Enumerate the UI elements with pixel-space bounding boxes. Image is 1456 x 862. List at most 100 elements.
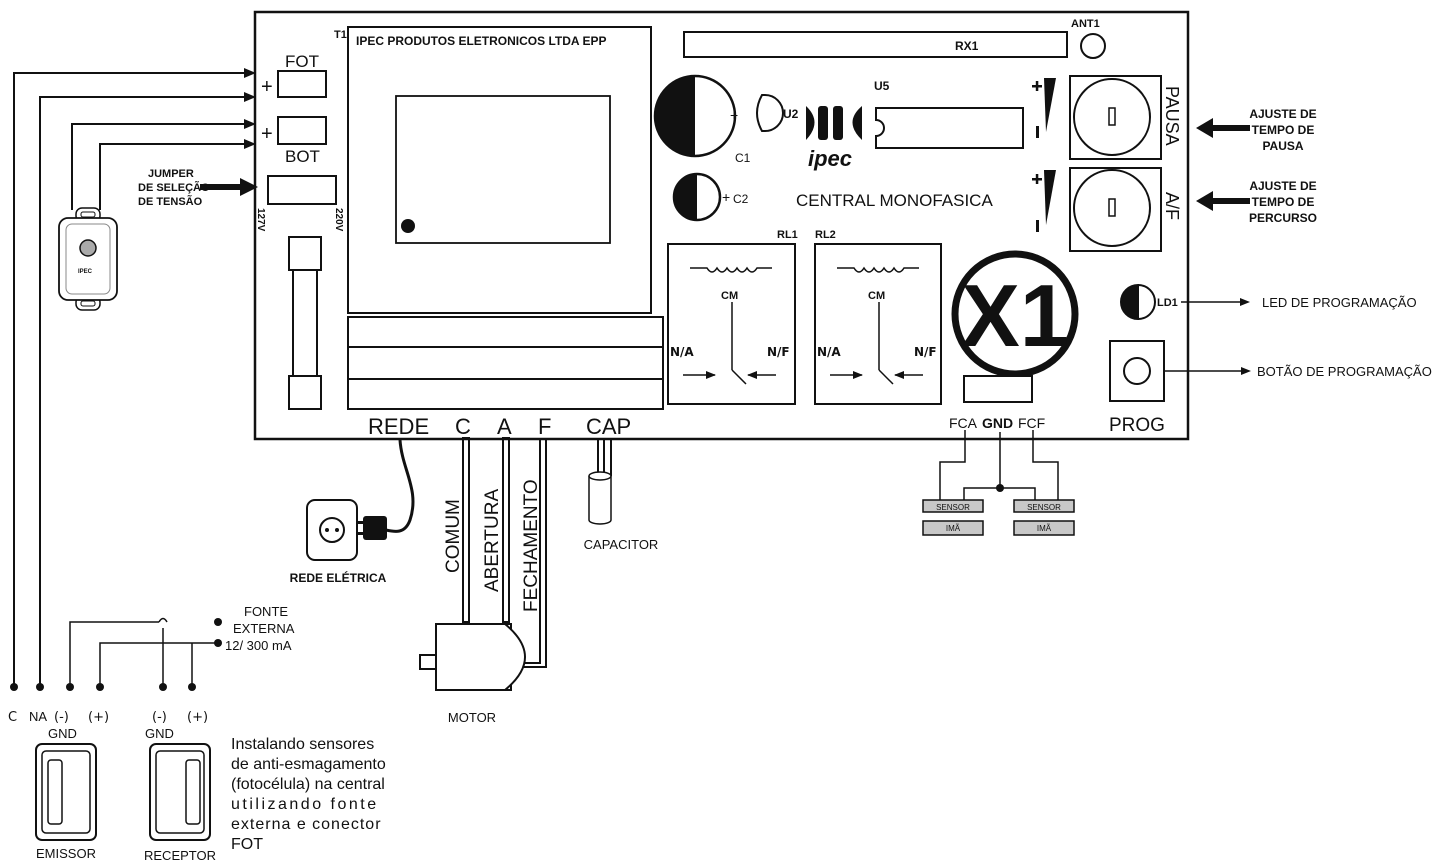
pausa-label: PAUSA (1162, 86, 1182, 146)
af-wedge-icon (1032, 170, 1056, 232)
note-line-5: externa e conector (231, 816, 382, 833)
relay-rl2 (814, 243, 942, 405)
u2-component (756, 94, 784, 132)
motor-leads (462, 437, 547, 668)
terminal-c-label: C (8, 710, 17, 725)
pausa-annotation-3: PAUSA (1262, 139, 1303, 153)
input-arrow-heads (244, 68, 256, 149)
af-arrow-icon (1196, 191, 1250, 211)
control-board: T1 IPEC PRODUTOS ELETRONICOS LTDA EPP RE… (253, 10, 1190, 441)
ld1-label: LD1 (1157, 297, 1178, 309)
supply-terminal-dots (10, 618, 222, 691)
note-line-3: (fotocélula) na central (231, 776, 385, 793)
receptor-label: RECEPTOR (144, 848, 216, 862)
label-127v: 127V (255, 208, 266, 232)
fot-connector (277, 70, 327, 98)
button-annotation: BOTÃO DE PROGRAMAÇÃO (1257, 364, 1432, 379)
bot-connector (277, 116, 327, 145)
sensor-fca-label: SENSOR (936, 503, 970, 512)
transformer-core (395, 95, 611, 244)
remote-brand-label: IPEC (78, 269, 93, 275)
note-line-6: FOT (231, 836, 263, 853)
note-line-2: de anti-esmagamento (231, 756, 386, 773)
terminal-cap: CAP (586, 414, 631, 439)
terminal-a: A (497, 414, 512, 439)
wall-outlet-icon (306, 499, 358, 561)
label-220v: 220V (333, 208, 344, 232)
capacitor-c2 (672, 172, 722, 222)
led-pointer-arrow (1181, 298, 1250, 306)
jumper-annotation-2: DE SELEÇÃO (138, 181, 210, 194)
capacitor-label: CAPACITOR (584, 537, 659, 552)
emissor-label: EMISSOR (36, 846, 96, 861)
brand-label: ipec (808, 146, 852, 171)
rede-eletrica-label: REDE ELÉTRICA (290, 570, 387, 585)
model-label: CENTRAL MONOFASICA (796, 191, 993, 210)
rl1-nf-label: N/F (767, 345, 790, 359)
wire-abertura-label: ABERTURA (482, 489, 503, 592)
pausa-wedge-icon (1032, 78, 1056, 138)
gnd-label: GND (982, 415, 1013, 431)
receptor-gnd-label: GND (145, 726, 174, 741)
pausa-annotation-1: AJUSTE DE (1249, 107, 1316, 121)
sensor-fcf-label: SENSOR (1027, 503, 1061, 512)
photocell-supply-wiring (69, 617, 218, 687)
external-capacitor (588, 440, 612, 525)
transformer-t1 (347, 26, 652, 314)
pausa-arrow-icon (1196, 118, 1250, 138)
ant1-antenna (1080, 33, 1106, 59)
emissor-neg-label: (-) (54, 710, 69, 725)
fuse (288, 236, 322, 410)
c1-label: C1 (735, 151, 751, 165)
pausa-trimmer (1069, 75, 1162, 160)
af-trimmer (1069, 167, 1162, 252)
rx1-module (683, 31, 1068, 58)
fca-label: FCA (949, 415, 978, 431)
c2-plus: + (722, 189, 730, 205)
relay-rl1 (667, 243, 796, 405)
prog-label: PROG (1109, 415, 1165, 436)
sensor-fcf (1013, 499, 1075, 536)
bot-plus: + (261, 123, 273, 145)
u2-label: U2 (783, 107, 799, 121)
u5-label: U5 (874, 79, 890, 93)
wall-push-button (58, 207, 118, 311)
percurso-annotation-1: AJUSTE DE (1249, 179, 1316, 193)
fonte-label-1: FONTE (244, 604, 288, 619)
jumper-annotation-1: JUMPER (148, 168, 194, 180)
voltage-jumper (267, 175, 337, 205)
capacitor-c1 (653, 74, 737, 158)
percurso-annotation-3: PERCURSO (1249, 211, 1317, 225)
terminal-c: C (455, 414, 471, 439)
fcf-label: FCF (1018, 415, 1045, 431)
u5-chip (875, 107, 1024, 149)
prog-button (1109, 340, 1165, 402)
photocell-wiring (13, 72, 244, 687)
note-line-1: Instalando sensores (231, 736, 374, 753)
emissor-photocell (35, 743, 97, 841)
ant1-label: ANT1 (1071, 18, 1100, 30)
jumper-arrow-icon (200, 178, 258, 196)
terminal-f: F (538, 414, 551, 439)
pausa-annotation-2: TEMPO DE (1252, 123, 1315, 137)
note-line-4: utilizando fonte (231, 796, 379, 813)
x1-label: X1 (961, 266, 1069, 365)
company-name: IPEC PRODUTOS ELETRONICOS LTDA EPP (356, 34, 606, 48)
af-label: A/F (1162, 192, 1182, 220)
led-ld1 (1120, 283, 1139, 321)
rl2-na-label: N/A (817, 345, 841, 359)
rl2-cm-label: CM (868, 290, 885, 302)
rl1-cm-label: CM (721, 290, 738, 302)
power-cord (385, 439, 415, 533)
x1-connector (951, 250, 1079, 378)
motor-label: MOTOR (448, 710, 496, 725)
led-annotation: LED DE PROGRAMAÇÃO (1262, 295, 1417, 310)
wire-fechamento-label: FECHAMENTO (521, 479, 542, 612)
emissor-pos-label: (+) (88, 710, 109, 725)
motor-icon (419, 623, 526, 691)
fonte-label-2: EXTERNA (233, 621, 295, 636)
jumper-annotation-3: DE TENSÃO (138, 195, 203, 208)
emissor-gnd-label: GND (48, 726, 77, 741)
terminal-rede: REDE (368, 414, 429, 439)
